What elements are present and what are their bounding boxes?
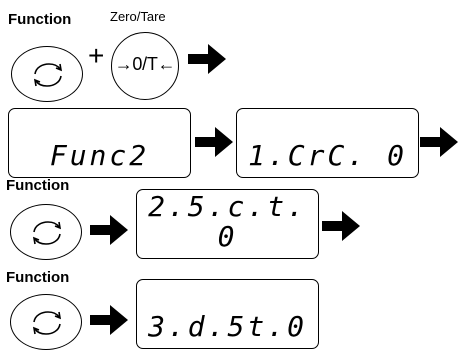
function-label: Function [8, 11, 72, 28]
cycle-arrows-icon [33, 63, 63, 87]
arrow-right-icon [195, 127, 233, 157]
arrow-right-icon [322, 211, 360, 241]
zero-tare-key[interactable]: →0/T← [111, 32, 179, 100]
display-func2: Func2 [8, 108, 191, 178]
display-sct: 2.5.c.t. 0 [136, 189, 319, 259]
function-label-3: Function [6, 269, 70, 286]
zero-tare-label: Zero/Tare [110, 9, 166, 24]
display-crc-text: 1.CrC. 0 [248, 139, 407, 172]
function-label-2: Function [6, 177, 70, 194]
function-key-2[interactable] [10, 204, 82, 260]
arrow-right-icon [90, 215, 128, 245]
zero-tare-key-label: →0/T← [114, 54, 176, 74]
arrow-right-icon [188, 44, 226, 74]
function-key-3[interactable] [10, 294, 82, 350]
cycle-arrows-icon [32, 221, 62, 245]
arrow-right-icon [420, 127, 458, 157]
cycle-arrows-icon [32, 311, 62, 335]
display-dst-text: 3.d.5t.0 [148, 310, 307, 343]
function-key[interactable] [11, 46, 83, 102]
display-func2-text: Func2 [49, 139, 150, 172]
plus-sign: + [88, 40, 105, 71]
arrow-right-icon [90, 305, 128, 335]
display-dst: 3.d.5t.0 [136, 279, 319, 349]
display-crc: 1.CrC. 0 [236, 108, 419, 178]
display-sct-text: 2.5.c.t. 0 [148, 190, 307, 253]
